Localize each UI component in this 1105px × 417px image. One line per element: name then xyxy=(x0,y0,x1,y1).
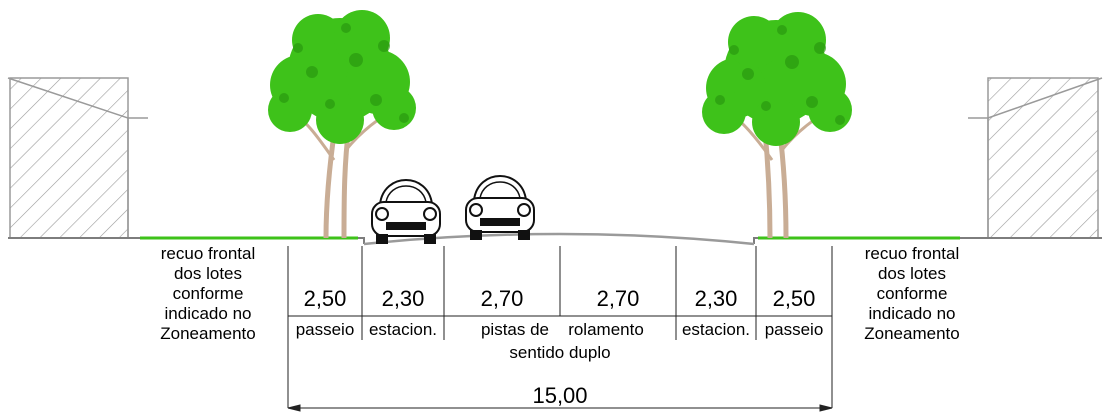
right-note-line: conforme xyxy=(877,284,948,303)
parked-car xyxy=(371,178,441,244)
segment-label-estacion-right: estacion. xyxy=(682,320,750,339)
right-note-line: Zoneamento xyxy=(864,324,959,343)
segment-width-estacion-right: 2,30 xyxy=(695,286,738,311)
total-width: 15,00 xyxy=(532,383,587,408)
left-note-line: Zoneamento xyxy=(160,324,255,343)
left-setback-note: recuo frontal dos lotes conforme indicad… xyxy=(160,244,255,343)
lanes-sub-label: sentido duplo xyxy=(509,343,610,362)
left-tree xyxy=(268,10,416,239)
segment-widths: 2,50 2,30 2,70 2,70 2,30 2,50 xyxy=(304,286,816,311)
right-setback-note: recuo frontal dos lotes conforme indicad… xyxy=(864,244,959,343)
right-note-line: dos lotes xyxy=(878,264,946,283)
right-note-line: indicado no xyxy=(869,304,956,323)
segment-width-estacion-left: 2,30 xyxy=(382,286,425,311)
segment-labels: passeio estacion. pistas de rolamento es… xyxy=(296,320,824,362)
segment-width-passeio-left: 2,50 xyxy=(304,286,347,311)
segment-label-estacion-left: estacion. xyxy=(369,320,437,339)
segment-label-lanes-right: rolamento xyxy=(568,320,644,339)
segment-width-lane-left: 2,70 xyxy=(481,286,524,311)
left-note-line: dos lotes xyxy=(174,264,242,283)
right-tree xyxy=(702,12,852,239)
right-note-line: recuo frontal xyxy=(865,244,960,263)
segment-label-passeio-left: passeio xyxy=(296,320,355,339)
moving-car xyxy=(465,174,535,240)
ground-profile xyxy=(8,232,1102,246)
left-building xyxy=(7,77,148,239)
left-note-line: conforme xyxy=(173,284,244,303)
segment-width-passeio-right: 2,50 xyxy=(773,286,816,311)
right-building xyxy=(968,77,1103,239)
left-note-line: recuo frontal xyxy=(161,244,256,263)
segment-label-lanes-left: pistas de xyxy=(481,320,549,339)
segment-label-passeio-right: passeio xyxy=(765,320,824,339)
left-note-line: indicado no xyxy=(165,304,252,323)
segment-width-lane-right: 2,70 xyxy=(597,286,640,311)
dimension-lines xyxy=(287,246,833,412)
